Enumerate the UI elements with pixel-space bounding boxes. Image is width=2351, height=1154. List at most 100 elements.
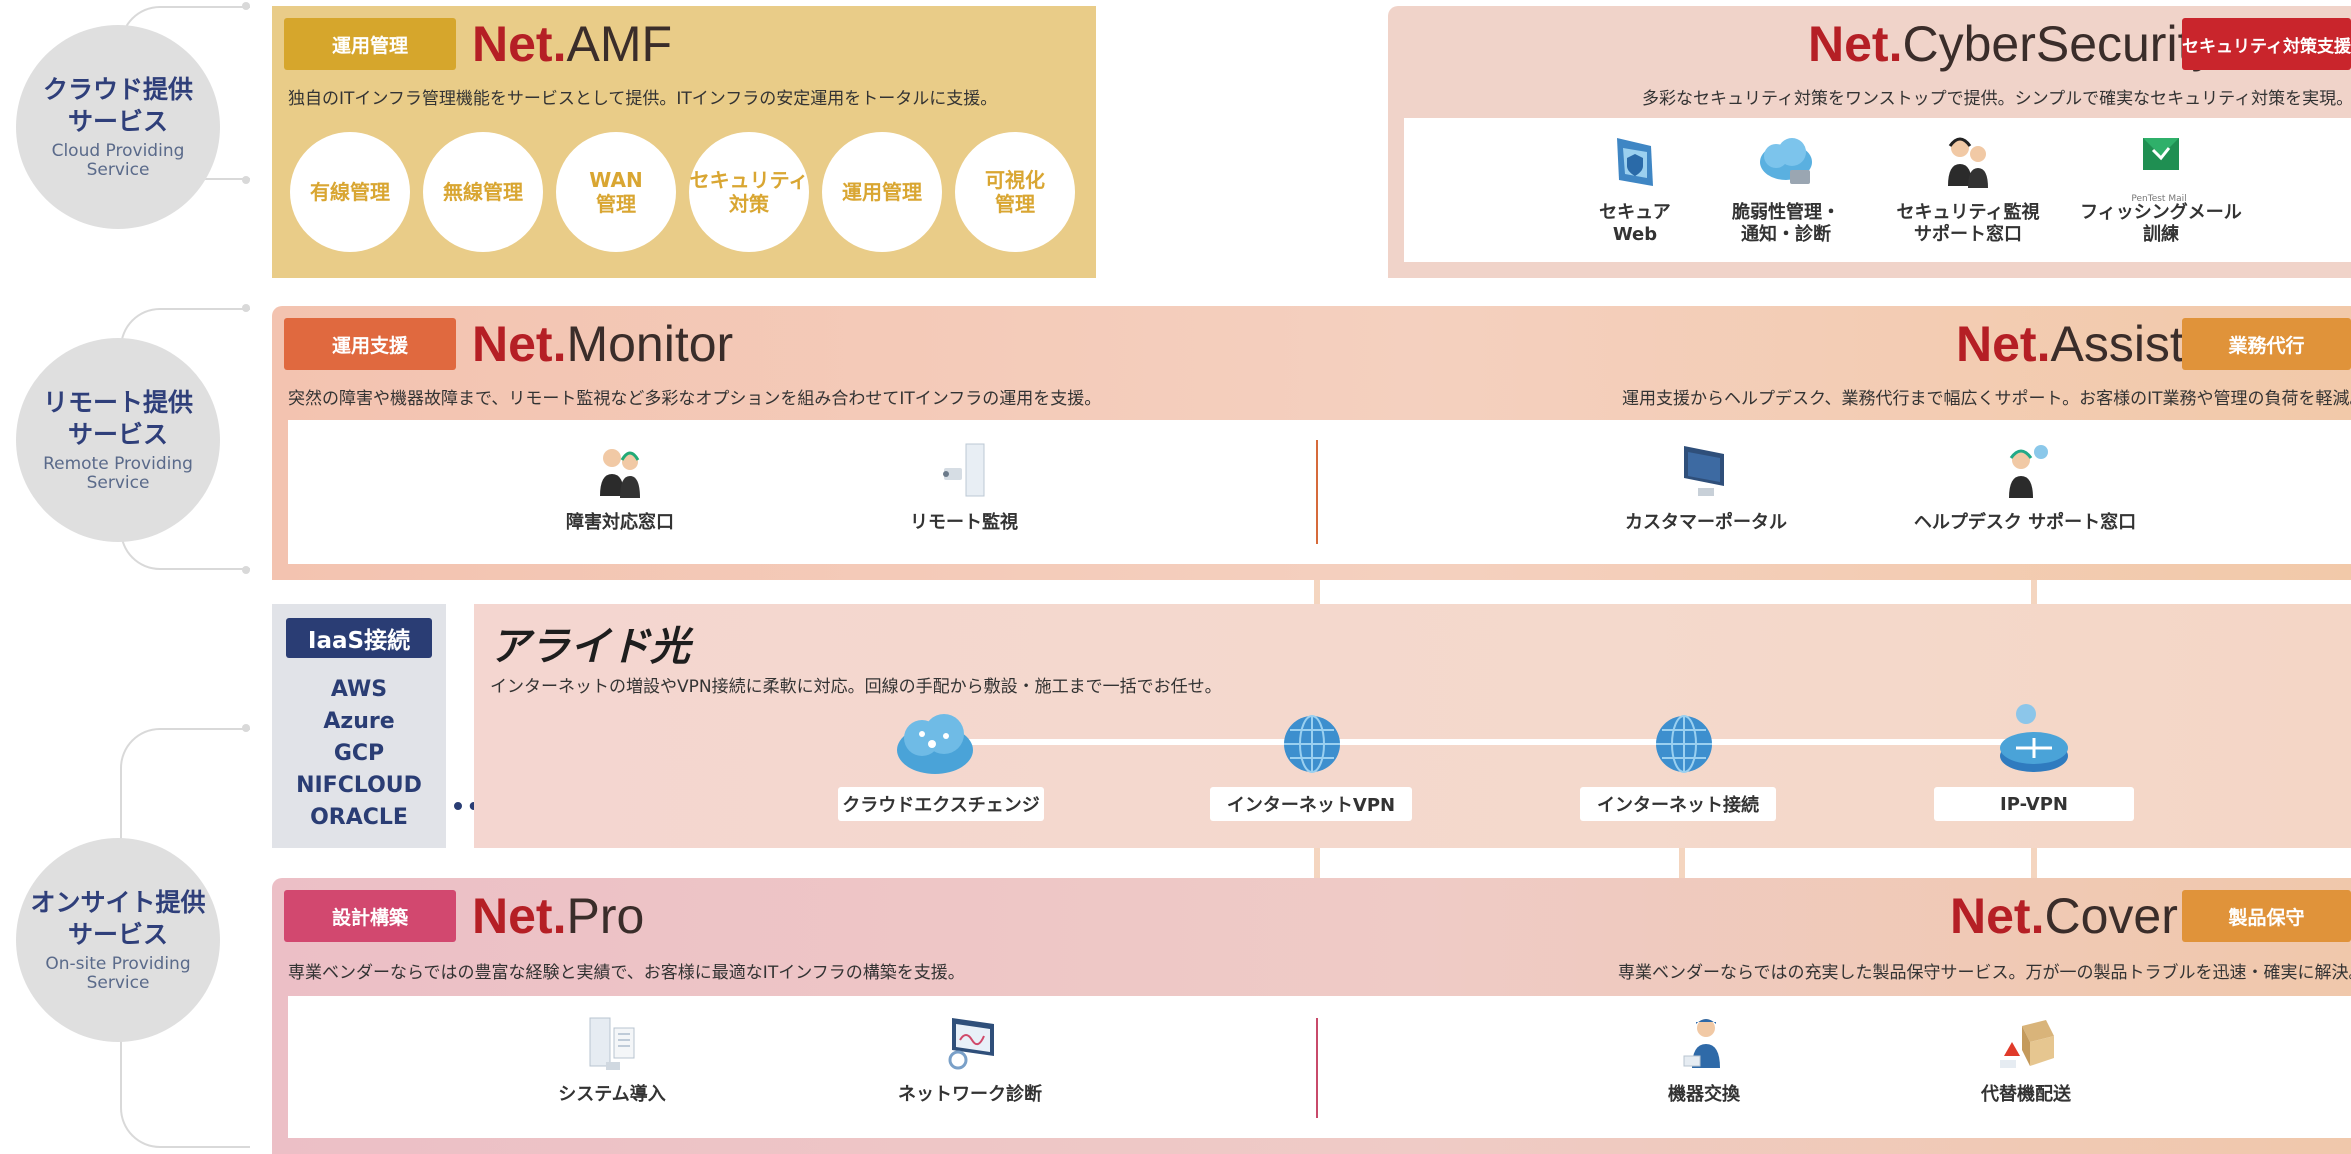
assist-item-portal: カスタマーポータル — [1616, 440, 1796, 534]
cyber-items-box — [1404, 118, 2351, 262]
monitor-item-label: リモート監視 — [910, 512, 1018, 533]
support-staff-icon — [600, 449, 640, 498]
cloud-shield-icon — [1760, 138, 1812, 184]
iaas-provider: ORACLE — [310, 805, 408, 830]
cyber-item-vulnerability: 脆弱性管理・ 通知・診断 — [1716, 130, 1856, 246]
pro-brand-bold: Net. — [472, 888, 567, 944]
pentest-mail-logo: PenTest Mail — [2131, 194, 2187, 204]
hikari-node-cloud-exchange: クラウドエクスチェンジ — [838, 787, 1044, 821]
cover-tag: 製品保守 — [2182, 890, 2351, 942]
cyber-description: 多彩なセキュリティ対策をワンストップで提供。シンプルで確実なセキュリティ対策を実… — [1642, 89, 2351, 109]
cover-brand: Net.Cover — [1950, 888, 2178, 944]
onsite-label-jp2: サービス — [67, 920, 168, 949]
pro-item-label: ネットワーク診断 — [898, 1084, 1042, 1105]
pro-item-label: システム導入 — [558, 1084, 666, 1105]
onsite-label-en1: On-site Providing — [45, 954, 191, 974]
remote-providing-label: リモート提供 サービス Remote Providing Service — [16, 338, 220, 542]
pro-brand: Net.Pro — [472, 888, 644, 944]
amf-brand-rest: AMF — [566, 16, 673, 72]
amf-tag: 運用管理 — [284, 18, 456, 70]
iaas-provider: GCP — [333, 741, 385, 766]
cover-item-label: 代替機配送 — [1981, 1084, 2071, 1105]
internet-vpn-globe-icon — [1284, 715, 1340, 773]
support-staff-icon — [1948, 137, 1988, 188]
amf-item-security: セキュリティ対策 — [689, 132, 809, 252]
monitor-brand-rest: Monitor — [566, 316, 734, 372]
cyber-brand-rest: CyberSecurity — [1902, 16, 2217, 72]
delivery-box-icon — [2000, 1020, 2054, 1068]
remote-label-en1: Remote Providing — [43, 454, 193, 474]
cyber-item-label2: サポート窓口 — [1914, 224, 2022, 245]
cyber-item-label2: 通知・診断 — [1741, 224, 1831, 245]
amf-description: 独自のITインフラ管理機能をサービスとして提供。ITインフラの安定運用をトータル… — [288, 89, 998, 109]
iaas-provider: NIFCLOUD — [296, 773, 422, 798]
amf-item-label: 運用管理 — [842, 180, 922, 204]
amf-brand: Net.AMF — [472, 16, 672, 72]
ip-vpn-router-icon — [2000, 704, 2068, 772]
remote-label-en2: Service — [86, 473, 150, 493]
phishing-mail-icon — [2143, 138, 2179, 170]
server-docs-icon — [589, 1017, 635, 1070]
amf-brand-bold: Net. — [472, 16, 567, 72]
cyber-item-label: セキュリティ監視 — [1896, 202, 2040, 223]
onsite-label-en2: Service — [86, 973, 150, 993]
amf-item-label2: 管理 — [596, 192, 636, 216]
hikari-node-internet-vpn: インターネットVPN — [1210, 787, 1412, 821]
cyber-brand-bold: Net. — [1808, 16, 1903, 72]
onsite-providing-label: オンサイト提供 サービス On-site Providing Service — [16, 838, 220, 1042]
cyber-brand: Net.CyberSecurity — [1808, 16, 2216, 72]
amf-item-label2: 対策 — [729, 192, 769, 216]
cloud-label-jp1: クラウド提供 — [42, 75, 193, 104]
cloud-exchange-icon — [897, 714, 973, 774]
iaas-provider: Azure — [323, 709, 395, 734]
server-camera-icon — [943, 443, 985, 497]
bracket-dot — [242, 2, 250, 10]
cover-description: 専業ベンダーならではの充実した製品保守サービス。万が一の製品トラブルを迅速・確実… — [1618, 963, 2351, 983]
network-line — [936, 739, 2036, 745]
helpdesk-staff-icon — [2009, 445, 2048, 498]
amf-item-operation: 運用管理 — [822, 132, 942, 252]
assist-brand: Net.Assist — [1956, 316, 2184, 372]
cover-item-label: 機器交換 — [1668, 1084, 1740, 1105]
assist-tag: 業務代行 — [2182, 318, 2351, 370]
cyber-item-label: セキュア — [1599, 202, 1671, 223]
cloud-label-en1: Cloud Providing — [51, 141, 185, 161]
amf-item-visualization: 可視化管理 — [955, 132, 1075, 252]
iaas-provider-list: AWS Azure GCP NIFCLOUD ORACLE — [272, 674, 446, 834]
iaas-title: IaaS接続 — [286, 618, 432, 658]
amf-item-label: 有線管理 — [310, 180, 390, 204]
assist-item-label: ヘルプデスク サポート窓口 — [1913, 512, 2137, 533]
monitor-item-label: 障害対応窓口 — [566, 512, 674, 533]
pro-item-system: システム導入 — [532, 1012, 692, 1106]
amf-item-label: WAN — [589, 168, 643, 192]
cloud-label-en2: Service — [86, 160, 150, 180]
pro-brand-rest: Pro — [566, 888, 645, 944]
assist-description: 運用支援からヘルプデスク、業務代行まで幅広くサポート。お客様のIT業務や管理の負… — [1622, 389, 2351, 409]
pro-cover-divider — [1316, 1018, 1318, 1118]
amf-item-label: 無線管理 — [443, 180, 523, 204]
cloud-providing-label: クラウド提供 サービス Cloud Providing Service — [16, 25, 220, 229]
monitor-item-incident: 障害対応窓口 — [540, 440, 700, 534]
cyber-item-phishing: フィッシングメール 訓練 — [2076, 130, 2246, 246]
onsite-label-jp1: オンサイト提供 — [30, 888, 206, 917]
hikari-description: インターネットの増設やVPN接続に柔軟に対応。回線の手配から敷設・施工まで一括で… — [490, 677, 1222, 697]
hikari-node-internet: インターネット接続 — [1580, 787, 1776, 821]
amf-item-wireless: 無線管理 — [423, 132, 543, 252]
remote-label-jp2: サービス — [67, 420, 168, 449]
cover-brand-bold: Net. — [1950, 888, 2045, 944]
hikari-node-ip-vpn: IP-VPN — [1934, 787, 2134, 821]
cyber-item-label2: 訓練 — [2143, 224, 2179, 245]
bracket-dot — [242, 724, 250, 732]
monitor-brand: Net.Monitor — [472, 316, 733, 372]
assist-brand-rest: Assist — [2050, 316, 2184, 372]
secure-web-icon — [1617, 138, 1653, 186]
monitor-item-remote: リモート監視 — [884, 440, 1044, 534]
cyber-item-label: 脆弱性管理・ — [1732, 202, 1840, 223]
pro-item-diagnosis: ネットワーク診断 — [890, 1012, 1050, 1106]
monitor-description: 突然の障害や機器故障まで、リモート監視など多彩なオプションを組み合わせてITイン… — [288, 389, 1102, 409]
pro-description: 専業ベンダーならではの豊富な経験と実績で、お客様に最適なITインフラの構築を支援… — [288, 963, 965, 983]
iaas-provider: AWS — [330, 677, 388, 702]
amf-item-label: 可視化 — [985, 168, 1045, 192]
cyber-item-label: フィッシングメール — [2080, 202, 2242, 223]
